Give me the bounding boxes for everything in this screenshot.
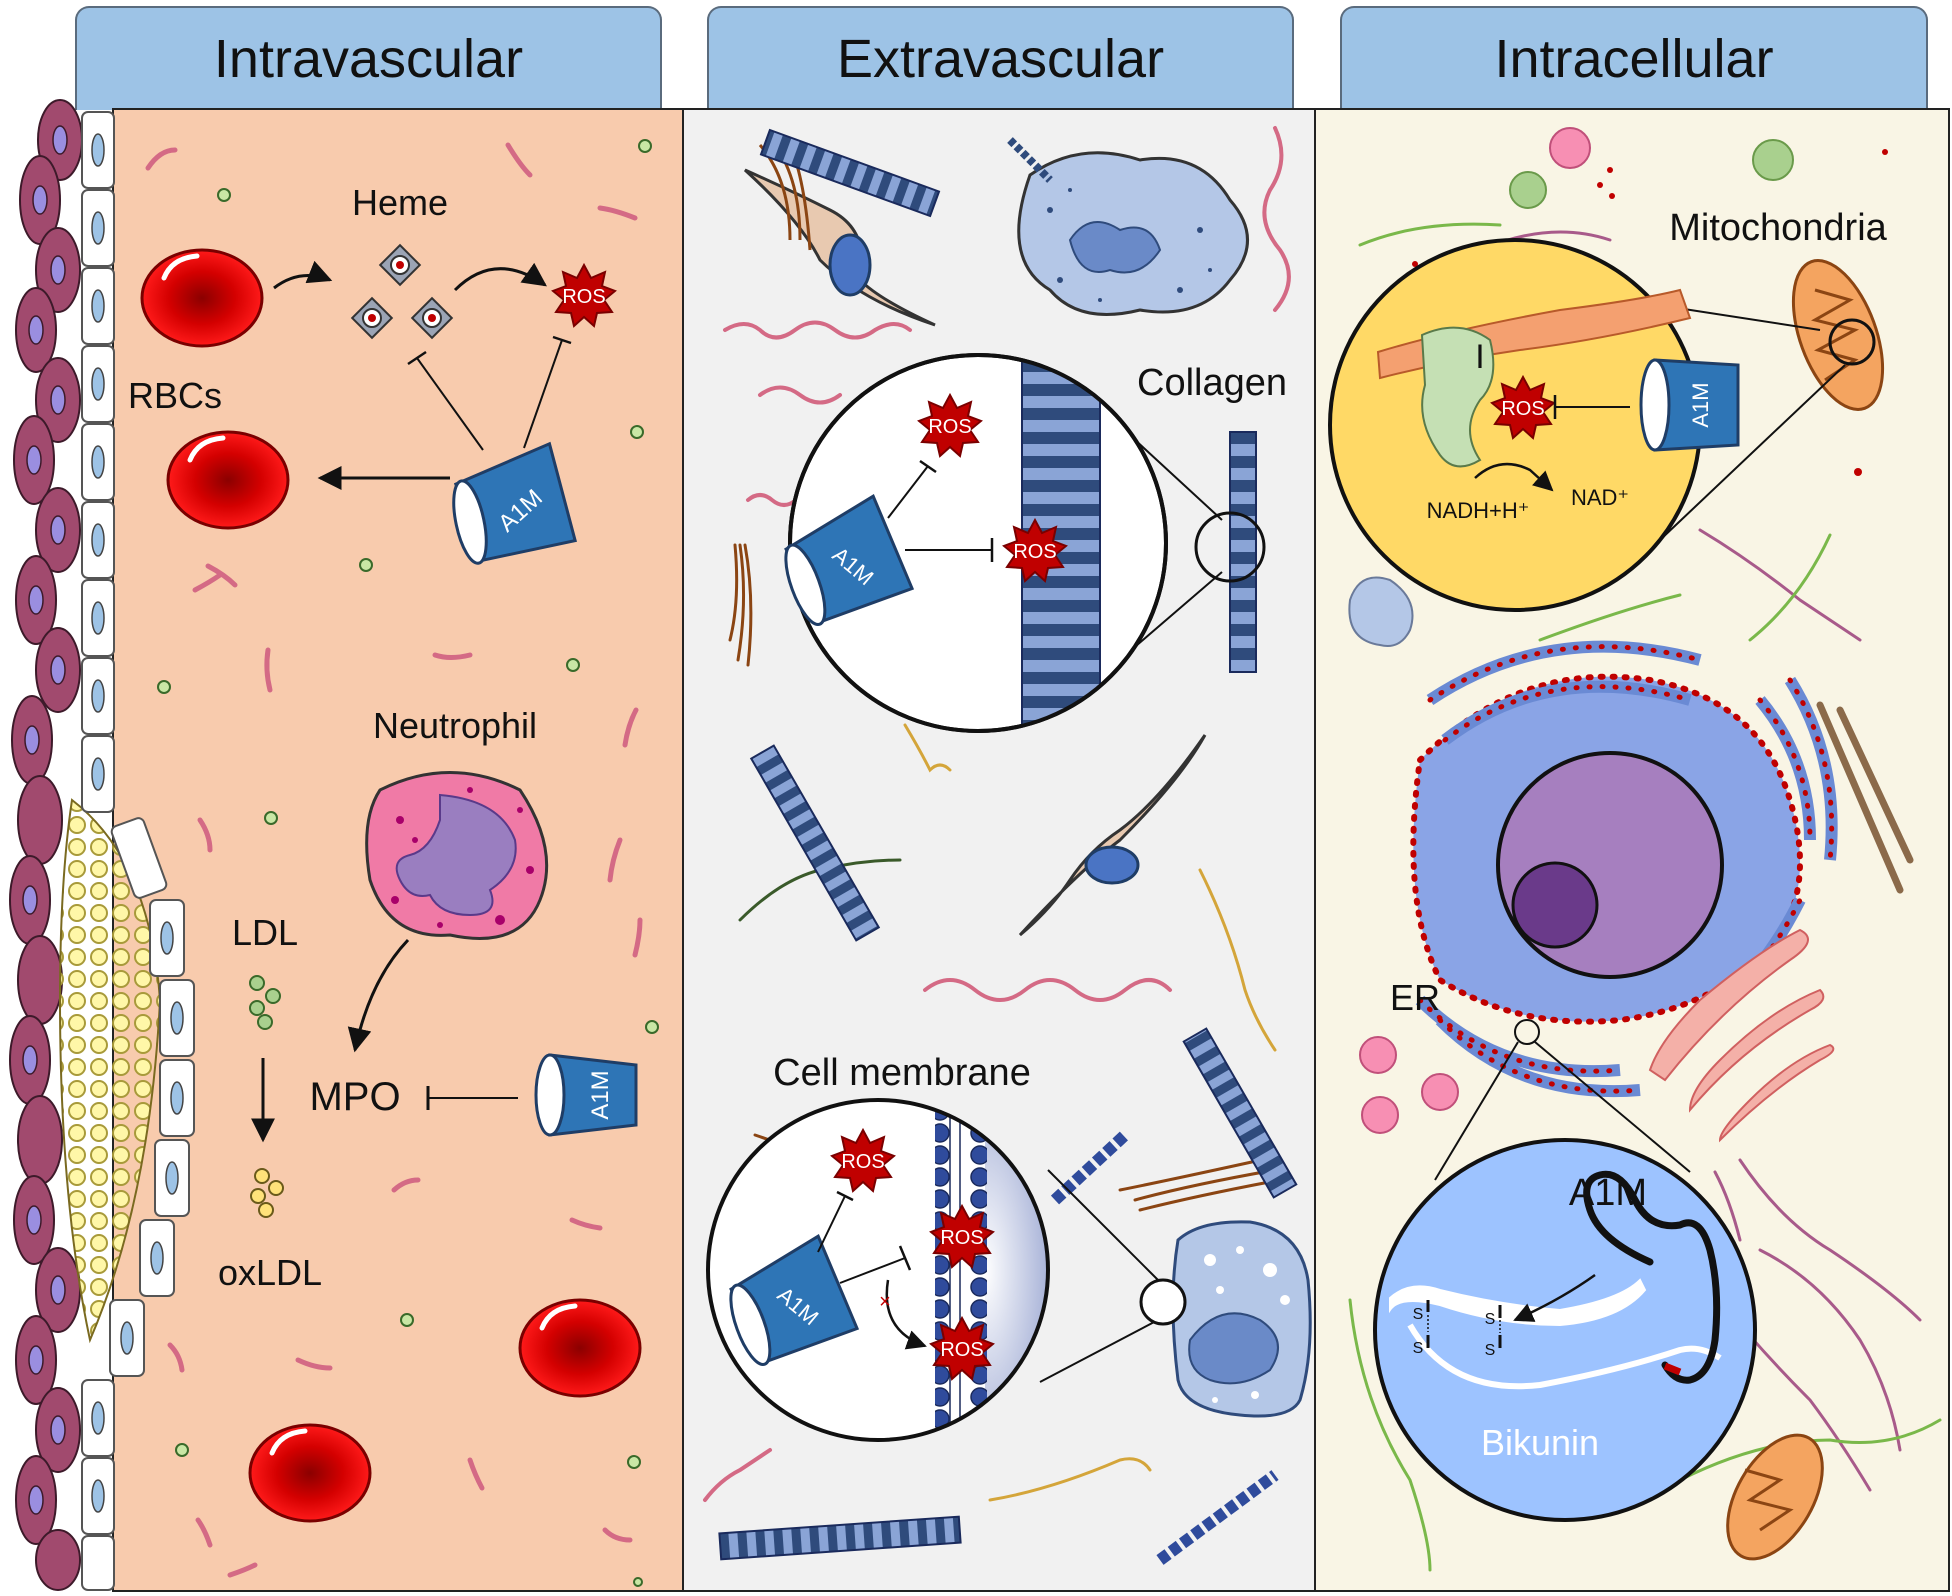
label-heme: Heme bbox=[352, 182, 448, 223]
label-cell-membrane: Cell membrane bbox=[773, 1052, 1031, 1094]
label-disulfide: S bbox=[1485, 1311, 1496, 1328]
rbc-damaged bbox=[142, 250, 262, 346]
ldl-particles bbox=[249, 975, 281, 1030]
rbc bbox=[250, 1425, 370, 1521]
a1m-intravascular: A1M bbox=[442, 441, 578, 568]
header-intracellular: Intracellular bbox=[1340, 6, 1928, 110]
heme-molecule bbox=[351, 297, 393, 339]
a1m-collagen: A1M bbox=[770, 493, 915, 631]
oxldl-particles bbox=[250, 1168, 284, 1218]
svg-text:ROS: ROS bbox=[1013, 541, 1056, 563]
golgi bbox=[1648, 928, 1835, 1143]
label-oxldl: oxLDL bbox=[218, 1252, 322, 1293]
label-complex-i: I bbox=[1475, 338, 1484, 376]
svg-text:ROS: ROS bbox=[928, 416, 971, 438]
label-mpo: MPO bbox=[309, 1075, 400, 1119]
ros-collagen-top: ROS bbox=[918, 394, 982, 457]
mitochondria-zoom: I ROS A1M NADH+H⁺ NAD⁺ bbox=[1328, 238, 1740, 612]
ros-membrane-middle: ROS bbox=[930, 1205, 994, 1268]
neutrophil-cell bbox=[365, 771, 549, 940]
fibroblast bbox=[1018, 734, 1207, 937]
header-intravascular: Intravascular bbox=[75, 6, 662, 110]
vessel-wall bbox=[9, 99, 195, 1591]
platelets bbox=[145, 142, 643, 1578]
label-a1m-chain: A1M bbox=[1569, 1172, 1647, 1214]
label-nad: NAD⁺ bbox=[1571, 485, 1629, 510]
label-disulfide: S bbox=[1485, 1342, 1496, 1359]
membrane-cell bbox=[1171, 1220, 1312, 1418]
label-disulfide: S bbox=[1413, 1306, 1424, 1323]
svg-text:ROS: ROS bbox=[940, 1339, 983, 1361]
fibers-extravascular bbox=[703, 126, 1291, 1502]
label-neutrophil: Neutrophil bbox=[373, 705, 537, 746]
a1m-mitochondria: A1M bbox=[1639, 358, 1740, 452]
ros-intravascular: ROS bbox=[552, 264, 616, 327]
ros-membrane-top: ROS bbox=[831, 1129, 895, 1192]
collagen-fibers bbox=[718, 128, 1298, 1565]
vesicles bbox=[1348, 127, 1888, 1134]
svg-text:ROS: ROS bbox=[1501, 398, 1544, 420]
ros-mitochondria: ROS bbox=[1491, 376, 1555, 439]
label-er: ER bbox=[1390, 977, 1440, 1018]
rbc bbox=[520, 1300, 640, 1396]
label-mitochondria: Mitochondria bbox=[1669, 207, 1887, 249]
label-collagen: Collagen bbox=[1137, 362, 1287, 404]
a1m-mpo: A1M bbox=[534, 1053, 638, 1137]
svg-text:A1M: A1M bbox=[1688, 382, 1713, 427]
svg-text:ROS: ROS bbox=[841, 1151, 884, 1173]
a1m-membrane: A1M bbox=[715, 1233, 860, 1371]
label-disulfide: S bbox=[1413, 1340, 1424, 1357]
svg-text:ROS: ROS bbox=[940, 1227, 983, 1249]
svg-text:ROS: ROS bbox=[562, 286, 605, 308]
macrophage bbox=[1007, 137, 1249, 316]
label-ldl: LDL bbox=[232, 912, 298, 953]
er-zoom: S S S S A1M Bikunin bbox=[1373, 1138, 1757, 1522]
label-rbcs: RBCs bbox=[128, 375, 222, 416]
small-particles bbox=[157, 139, 659, 1587]
label-bikunin: Bikunin bbox=[1481, 1422, 1599, 1463]
mitochondrion bbox=[1726, 1433, 1824, 1561]
mitochondrion bbox=[1791, 259, 1885, 411]
ros-membrane-bottom: ROS bbox=[930, 1317, 994, 1380]
heme-molecule bbox=[411, 297, 453, 339]
ros-collagen-fiber: ROS bbox=[1003, 519, 1067, 582]
header-extravascular: Extravascular bbox=[707, 6, 1294, 110]
svg-text:A1M: A1M bbox=[587, 1070, 614, 1119]
label-nadh: NADH+H⁺ bbox=[1427, 498, 1530, 523]
heme-molecule bbox=[379, 244, 421, 286]
nucleus bbox=[1496, 751, 1724, 979]
rbc bbox=[168, 432, 288, 528]
block-mark: × bbox=[879, 1291, 891, 1313]
